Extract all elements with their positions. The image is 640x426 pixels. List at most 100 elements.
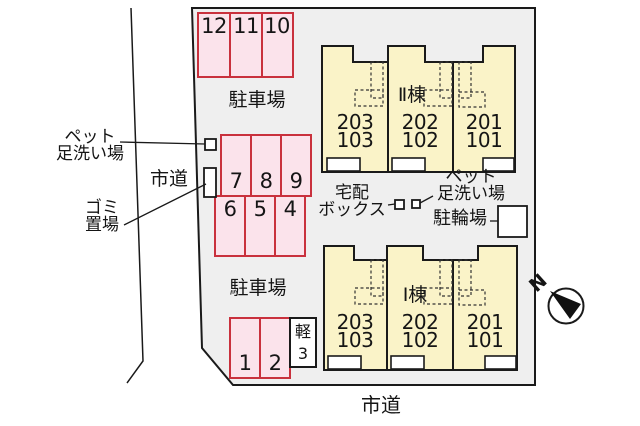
parking-space — [229, 317, 261, 379]
kei-space-line2: 3 — [297, 344, 309, 363]
unit-upper: 201 — [465, 110, 503, 134]
parking-number: 11 — [233, 14, 259, 38]
leader-garbage — [123, 183, 207, 226]
stair-landing — [423, 89, 453, 107]
garbage-line2: 置場 — [85, 215, 119, 235]
parking-number: 7 — [229, 169, 243, 193]
kei-space-label: 軽 3 — [290, 321, 316, 365]
building-2-unit-203: 203 103 — [327, 110, 383, 152]
unit-lower: 101 — [466, 328, 504, 352]
parking-space — [261, 12, 294, 78]
garbage-station — [203, 167, 217, 198]
building-1-stairs — [354, 259, 486, 306]
building-2-stairs — [354, 61, 486, 108]
parking-number: 1 — [238, 351, 252, 375]
stair-flight — [458, 259, 472, 297]
unit-lower: 103 — [336, 128, 374, 152]
building-2-name: Ⅱ棟 — [397, 84, 427, 106]
building-1-outline — [323, 245, 518, 371]
compass-circle — [547, 287, 585, 325]
leader-pet-wash-left — [119, 141, 206, 145]
pet-wash-right-label: ペット 足洗い場 — [431, 169, 511, 203]
unit-upper: 202 — [401, 110, 439, 134]
parking-number: 6 — [223, 197, 237, 221]
stair-flight — [458, 61, 472, 99]
leader-delivery-box — [387, 203, 396, 206]
unit-upper: 202 — [401, 310, 439, 334]
kei-space-line1: 軽 — [294, 322, 311, 341]
building-2-unit-201: 201 101 — [456, 110, 512, 152]
parking-number: 8 — [259, 169, 273, 193]
parking-number: 4 — [283, 197, 297, 221]
entrance-porch — [327, 355, 362, 370]
pet-wash-right-line2: 足洗い場 — [437, 184, 505, 204]
parking-number: 10 — [264, 14, 290, 38]
parking-number: 12 — [201, 14, 227, 38]
parking-space — [229, 12, 263, 78]
pet-wash-right-line1: ペット — [445, 167, 497, 187]
building-2-porches — [326, 157, 515, 172]
parking-number: 2 — [268, 351, 282, 375]
unit-lower: 101 — [465, 128, 503, 152]
parking-space — [214, 195, 246, 257]
parking-space — [244, 195, 276, 257]
bicycle-parking-box — [497, 205, 528, 238]
delivery-box — [394, 199, 405, 210]
stair-landing — [458, 91, 486, 108]
building-1-unit-202: 202 102 — [392, 310, 448, 352]
road-edge-left — [126, 7, 144, 384]
building-2-unit-202: 202 102 — [392, 110, 448, 152]
pet-wash-left-label: ペット 足洗い場 — [51, 129, 129, 163]
parking-space — [197, 12, 231, 78]
stair-landing — [354, 89, 384, 107]
stair-flight — [439, 61, 453, 99]
unit-lower: 102 — [401, 128, 439, 152]
compass — [547, 287, 585, 325]
garbage-label: ゴミ 置場 — [78, 200, 126, 234]
unit-upper: 203 — [336, 310, 374, 334]
unit-upper: 201 — [466, 310, 504, 334]
parking-block-b-upper — [220, 134, 312, 197]
pet-wash-station-right — [411, 199, 421, 209]
pet-wash-station-left — [204, 138, 217, 151]
building-1-unit-203: 203 103 — [327, 310, 383, 352]
compass-needle-icon — [550, 291, 581, 319]
delivery-box-line2: ボックス — [318, 200, 386, 220]
entrance-porch — [390, 355, 425, 370]
delivery-box-label: 宅配 ボックス — [312, 185, 392, 219]
unit-upper: 203 — [336, 110, 374, 134]
entrance-porch — [326, 157, 361, 172]
unit-lower: 103 — [336, 328, 374, 352]
parking-lot-label-bottom: 駐車場 — [229, 277, 287, 299]
stair-landing — [458, 289, 486, 306]
stair-flight — [370, 61, 384, 99]
road-label-bottom: 市道 — [361, 393, 401, 417]
entrance-porch — [391, 157, 426, 172]
parking-lot-label-top: 駐車場 — [228, 89, 286, 111]
kei-parking-space — [289, 317, 317, 368]
parking-block-a — [197, 12, 294, 78]
pet-wash-left-line2: 足洗い場 — [56, 144, 124, 164]
pet-wash-left-line1: ペット — [64, 127, 116, 147]
parking-block-b-lower — [214, 195, 306, 257]
leader-pet-wash-right — [419, 195, 434, 204]
stair-flight — [439, 259, 453, 297]
entrance-porch — [482, 157, 515, 172]
stair-landing — [423, 287, 453, 305]
parking-number: 5 — [253, 197, 267, 221]
building-1-unit-201: 201 101 — [457, 310, 513, 352]
unit-lower: 102 — [401, 328, 439, 352]
parking-space — [274, 195, 306, 257]
garbage-line1: ゴミ — [85, 198, 119, 218]
leader-lines — [119, 141, 498, 226]
bicycle-parking-label: 駐輪場 — [433, 208, 487, 229]
stair-flight — [370, 259, 384, 297]
building-2-outline — [321, 45, 516, 173]
delivery-box-line1: 宅配 — [335, 183, 369, 203]
building-1-name: Ⅰ棟 — [402, 284, 428, 306]
road-label-left: 市道 — [150, 168, 189, 190]
parking-number: 9 — [289, 169, 303, 193]
stair-landing — [354, 287, 384, 305]
